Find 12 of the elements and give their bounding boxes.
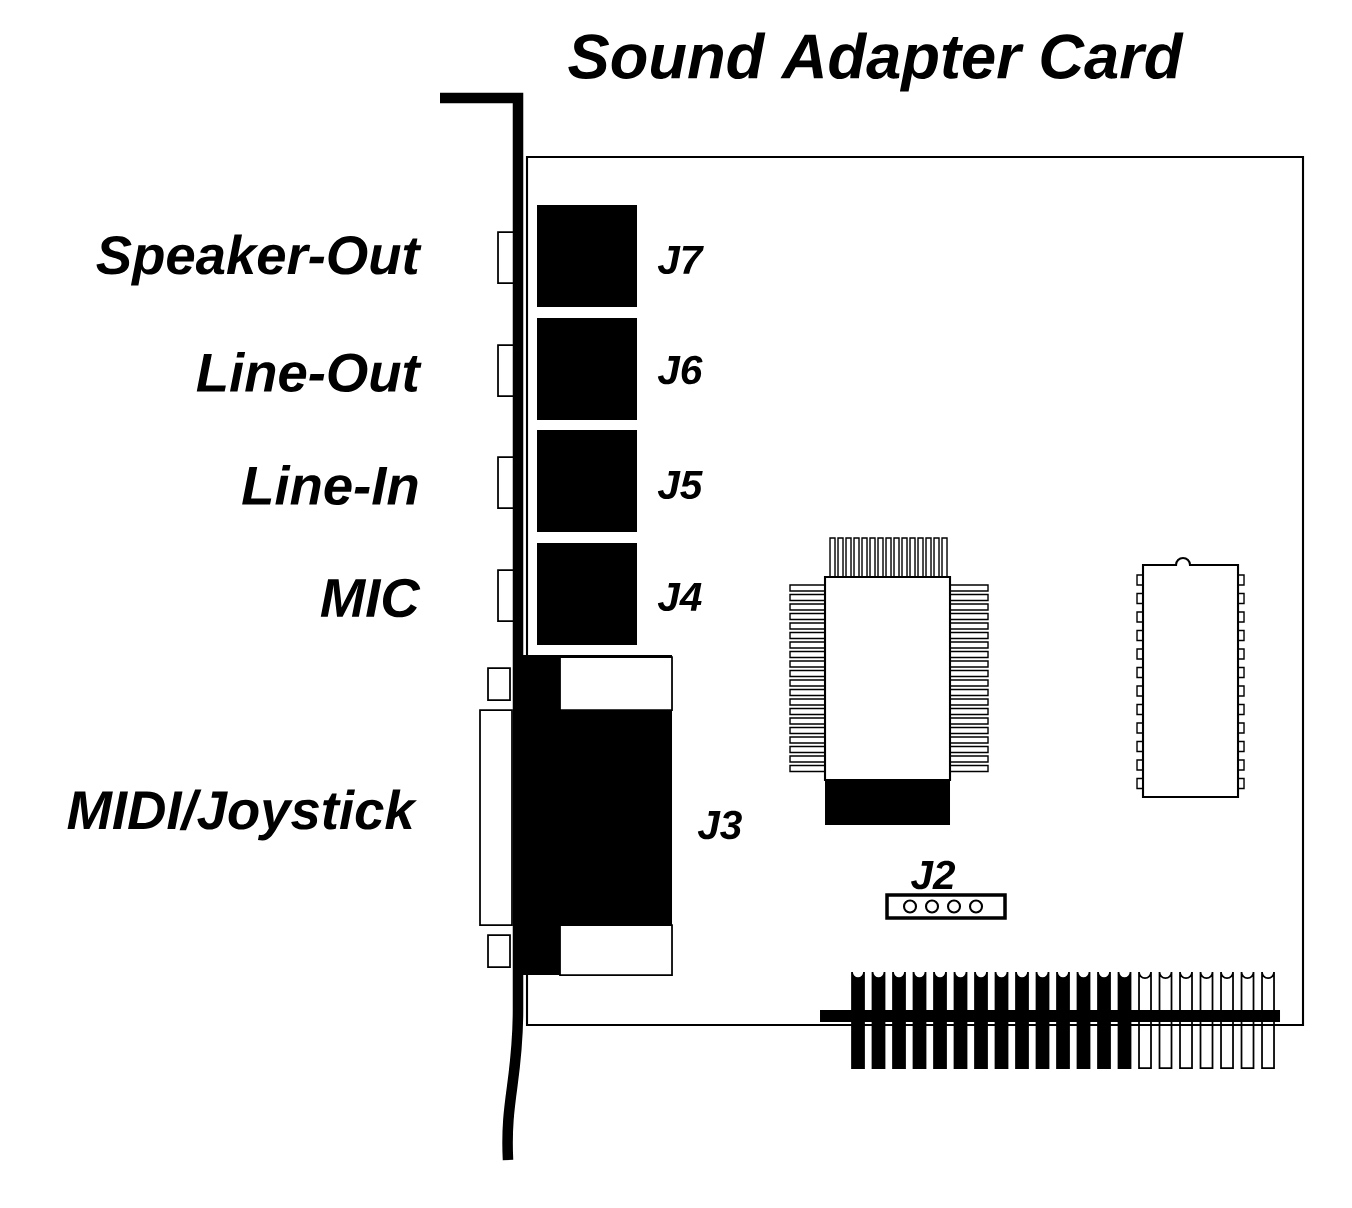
port-label: Speaker-Out: [96, 234, 422, 286]
title: Sound Adapter Card: [568, 32, 1184, 92]
connector-label: J5: [657, 470, 703, 500]
connector-label: J6: [657, 355, 703, 385]
port-label: Line-Out: [196, 352, 422, 392]
connector-label: J4: [657, 582, 702, 612]
connector-label: J3: [697, 810, 742, 840]
port-label: MIC: [320, 578, 421, 618]
connector-label: J7: [657, 245, 704, 275]
port-label: Line-In: [242, 465, 418, 505]
port-label: MIDI/Joystick: [67, 789, 417, 841]
connector-label: J2: [911, 860, 956, 890]
